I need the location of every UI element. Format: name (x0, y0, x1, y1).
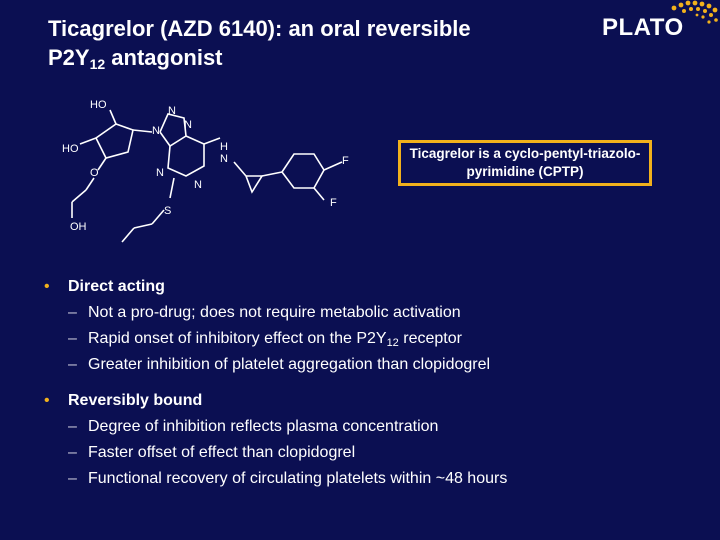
sub-bullet-item: – Greater inhibition of platelet aggrega… (44, 356, 684, 382)
sub-bullet-item: – Not a pro-drug; does not require metab… (44, 304, 684, 330)
logo-text: PLATO (602, 14, 684, 41)
dash-icon: – (68, 444, 77, 461)
sub-bullet-text: Greater inhibition of platelet aggregati… (88, 356, 491, 373)
cptp-callout: Ticagrelor is a cyclo-pentyl-triazolo-py… (398, 140, 652, 186)
bullet-list: • Direct acting – Not a pro-drug; does n… (44, 278, 684, 506)
sub-bullet-item: – Faster offset of effect than clopidogr… (44, 444, 684, 470)
bullet-item: • Reversibly bound (44, 392, 684, 418)
dash-icon: – (68, 418, 77, 435)
label-o: O (90, 167, 99, 179)
label-n2: N (168, 105, 176, 117)
label-ho-left: HO (62, 143, 79, 155)
molecule-bonds (71, 109, 343, 243)
label-f1: F (342, 155, 349, 167)
sub-bullet-item: – Degree of inhibition reflects plasma c… (44, 418, 684, 444)
label-ho-top: HO (90, 99, 107, 111)
section-reversibly-bound: • Reversibly bound – Degree of inhibitio… (44, 392, 684, 496)
logo-dots-icon (671, 0, 718, 24)
label-h: H (220, 141, 228, 153)
bullet-dot-icon: • (44, 278, 50, 295)
dash-icon: – (68, 304, 77, 321)
label-oh: OH (70, 221, 87, 233)
dash-icon: – (68, 470, 77, 487)
label-f2: F (330, 197, 337, 209)
sub-bullet-text: Not a pro-drug; does not require metabol… (88, 304, 461, 321)
bullet-dot-icon: • (44, 392, 50, 409)
dash-icon: – (68, 356, 77, 373)
callout-text: Ticagrelor is a cyclo-pentyl-triazolo-py… (409, 146, 641, 179)
label-n5: N (194, 179, 202, 191)
title-line-2: P2Y12 antagonist (48, 45, 223, 72)
dash-icon: – (68, 330, 77, 347)
sub-bullet-text: Functional recovery of circulating plate… (88, 470, 508, 487)
label-n1: N (152, 125, 160, 137)
sub-bullet-text: Rapid onset of inhibitory effect on the … (88, 330, 462, 349)
label-s: S (164, 205, 171, 217)
sub-bullet-item: – Functional recovery of circulating pla… (44, 470, 684, 496)
plato-logo: PLATO (602, 0, 720, 46)
bullet-heading: Reversibly bound (68, 392, 203, 409)
ticagrelor-structure: HO HO O OH N N N N N H N S F F (62, 99, 349, 243)
bullet-heading: Direct acting (68, 278, 165, 295)
sub-bullet-item: – Rapid onset of inhibitory effect on th… (44, 330, 684, 356)
label-nh: N (220, 153, 228, 165)
bullet-item: • Direct acting (44, 278, 684, 304)
label-n4: N (156, 167, 164, 179)
sub-bullet-text: Faster offset of effect than clopidogrel (88, 444, 356, 461)
section-direct-acting: • Direct acting – Not a pro-drug; does n… (44, 278, 684, 382)
label-n3: N (184, 119, 192, 131)
slide-title: Ticagrelor (AZD 6140): an oral reversibl… (48, 14, 568, 72)
title-line-1: Ticagrelor (AZD 6140): an oral reversibl… (48, 16, 471, 41)
sub-bullet-text: Degree of inhibition reflects plasma con… (88, 418, 439, 435)
